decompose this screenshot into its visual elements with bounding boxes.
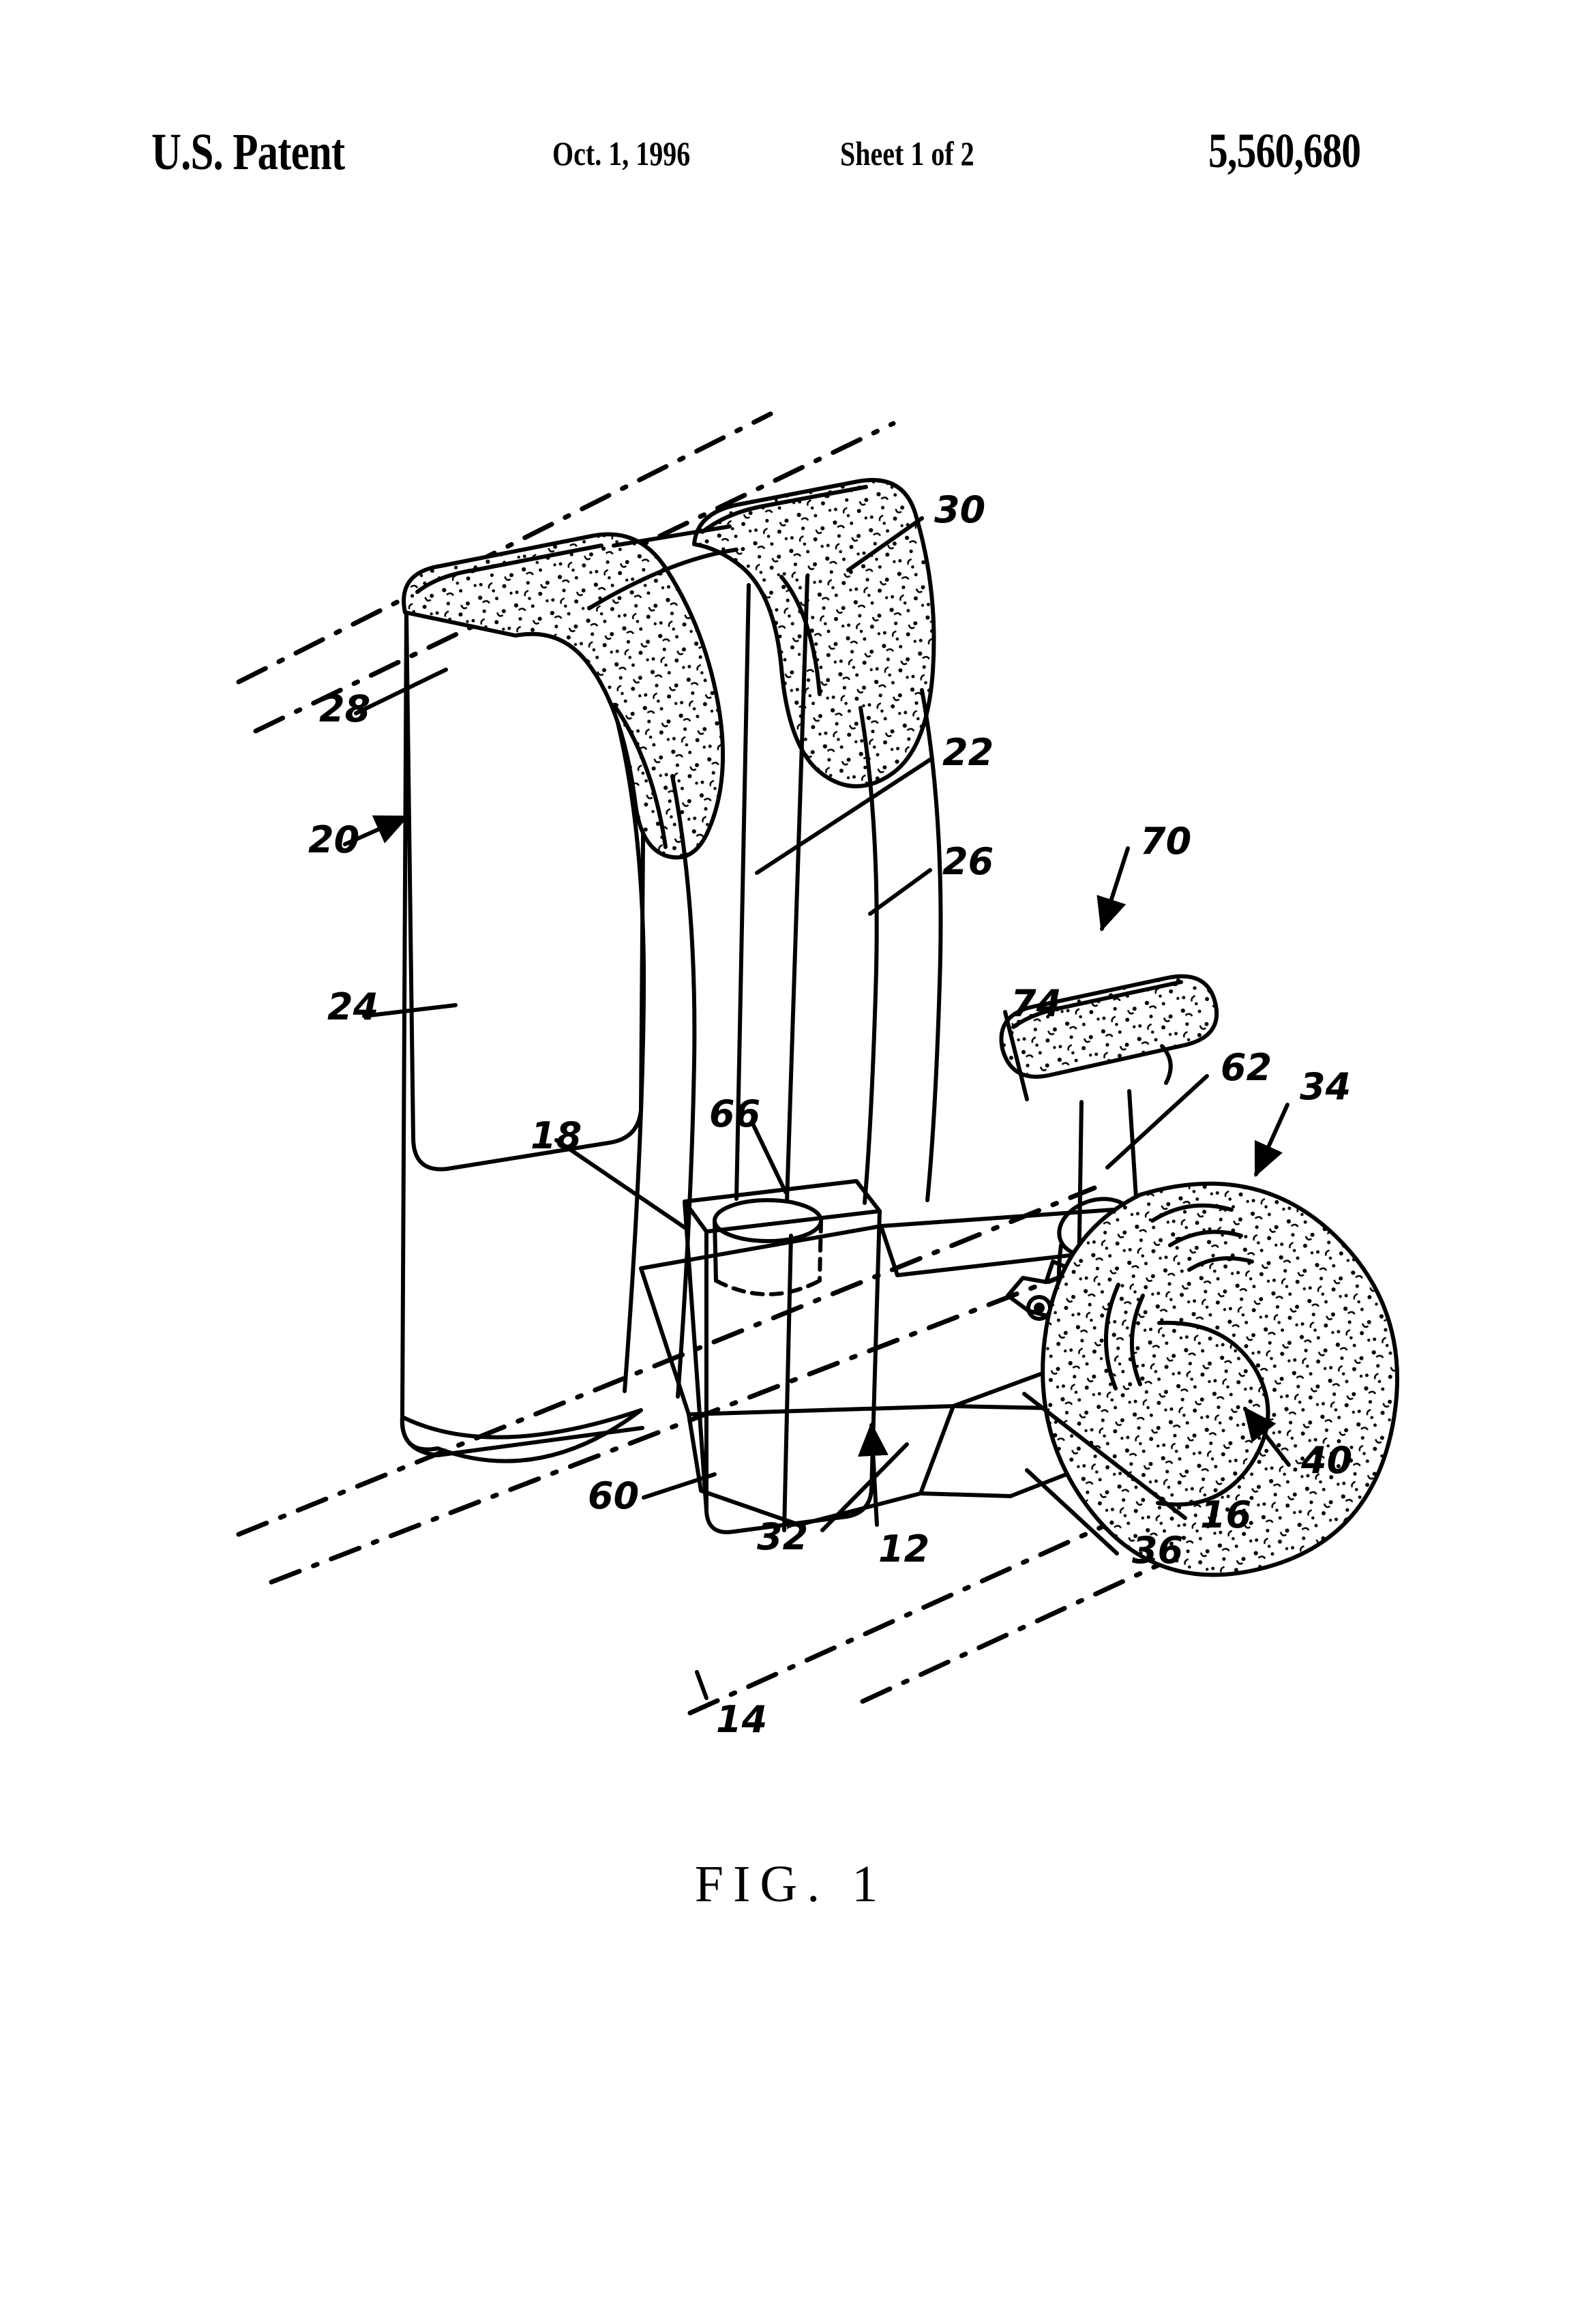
ref-numeral-16: 16 (1200, 1493, 1251, 1536)
ref-numeral-12: 12 (878, 1528, 929, 1570)
sheet-indicator: Sheet 1 of 2 (840, 134, 974, 173)
reference-numeral-labels: 12 14 16 18 20 22 24 26 28 30 32 34 36 4… (308, 488, 1352, 1741)
leader-66 (751, 1122, 788, 1194)
ref-numeral-36: 36 (1132, 1529, 1183, 1572)
post-top-connector (587, 524, 738, 610)
leader-18 (554, 1138, 687, 1230)
ref-numeral-28: 28 (319, 687, 370, 730)
leader-74 (1003, 1010, 1029, 1101)
ref-numeral-34: 34 (1300, 1065, 1351, 1108)
ref-numeral-74: 74 (1011, 982, 1062, 1025)
leader-36 (1025, 1468, 1119, 1555)
leader-16 (1022, 1392, 1187, 1520)
bolster-left-28 (402, 532, 726, 860)
ref-numeral-24: 24 (327, 985, 378, 1028)
patent-issue-date: Oct. 1, 1996 (552, 134, 691, 173)
patent-office-title: U.S. Patent (151, 123, 345, 181)
phantom-line-upper-a (236, 411, 773, 685)
phantom-line-upper-b (253, 421, 896, 734)
ref-numeral-40: 40 (1300, 1439, 1352, 1482)
ref-numeral-32: 32 (757, 1515, 808, 1558)
leader-26 (868, 868, 932, 916)
ref-numeral-18: 18 (531, 1114, 582, 1157)
phantom-line-lower-b (269, 1233, 1170, 1585)
patent-number: 5,560,680 (1208, 123, 1361, 178)
ref-numeral-66: 66 (709, 1092, 760, 1135)
leader-14 (695, 1670, 708, 1700)
leader-34 (1254, 1103, 1289, 1178)
leader-32 (820, 1442, 909, 1532)
seat-back-lower-skirt (400, 1408, 643, 1463)
ref-numeral-70: 70 (1140, 820, 1191, 863)
phantom-line-lower-a (236, 1185, 1097, 1537)
support-post-26 (859, 688, 943, 1205)
leader-40 (1243, 1406, 1291, 1467)
ref-numeral-22: 22 (942, 731, 994, 774)
leader-30 (846, 516, 924, 572)
leader-62 (1105, 1074, 1209, 1170)
leader-60 (642, 1472, 717, 1500)
leader-28 (354, 668, 448, 715)
release-lever-grip-74 (999, 974, 1219, 1085)
ref-numeral-60: 60 (588, 1474, 639, 1517)
patent-header: U.S. Patent Oct. 1, 1996 Sheet 1 of 2 5,… (0, 123, 1582, 184)
support-post-22 (734, 575, 809, 1204)
leader-70 (1096, 846, 1130, 932)
leader-24 (362, 1003, 458, 1018)
post-receiver-bore-66 (713, 1198, 823, 1296)
leader-20 (343, 815, 410, 846)
figure-caption: FIG. 1 (694, 1856, 888, 1913)
ref-numeral-26: 26 (942, 840, 994, 883)
ref-numeral-62: 62 (1221, 1046, 1272, 1089)
leader-22 (755, 758, 932, 875)
ref-numeral-14: 14 (716, 1698, 767, 1741)
ref-numeral-20: 20 (308, 818, 359, 861)
seat-back-inner-edge (616, 721, 697, 1399)
ref-numeral-30: 30 (934, 488, 985, 531)
